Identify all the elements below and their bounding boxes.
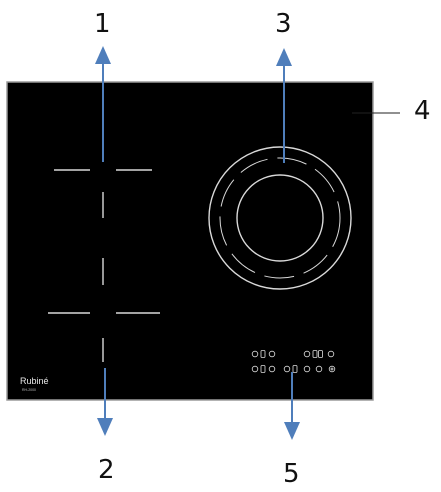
middle-ring — [219, 157, 341, 279]
cooking-zone-bottom-left — [48, 258, 160, 362]
digit-display-icon — [318, 350, 323, 358]
callout-arrow-5 — [284, 372, 300, 440]
callout-arrow-1 — [95, 46, 111, 162]
callout-arrow-3 — [276, 48, 292, 163]
control-icon — [327, 350, 335, 358]
cooktop-surface — [6, 81, 374, 401]
control-panel — [251, 350, 336, 373]
callout-label-1: 1 — [94, 9, 111, 39]
brand-logo: Rubiné — [20, 376, 49, 386]
control-icon — [315, 365, 323, 373]
model-label: RH-2000 — [22, 388, 36, 392]
callout-label-3: 3 — [275, 9, 292, 39]
digit-display-icon — [260, 365, 266, 373]
digit-display-icon — [260, 350, 266, 358]
callout-arrow-2 — [97, 368, 113, 436]
callout-label-5: 5 — [283, 459, 300, 489]
digit-display-icon — [312, 350, 318, 358]
timer-icon — [268, 350, 276, 358]
power-icon — [328, 365, 336, 373]
control-icon — [251, 350, 259, 358]
cooking-zone-dual-right — [208, 146, 352, 290]
callout-label-2: 2 — [98, 455, 115, 485]
control-icon — [303, 350, 311, 358]
callout-label-4: 4 — [414, 96, 431, 126]
control-icon — [303, 365, 311, 373]
timer-icon — [268, 365, 276, 373]
power-icon-dot — [330, 367, 334, 371]
digit-display-icon — [292, 365, 298, 373]
outer-ring — [208, 146, 352, 290]
control-icon — [251, 365, 259, 373]
inner-ring — [236, 174, 324, 262]
control-icon — [283, 365, 291, 373]
